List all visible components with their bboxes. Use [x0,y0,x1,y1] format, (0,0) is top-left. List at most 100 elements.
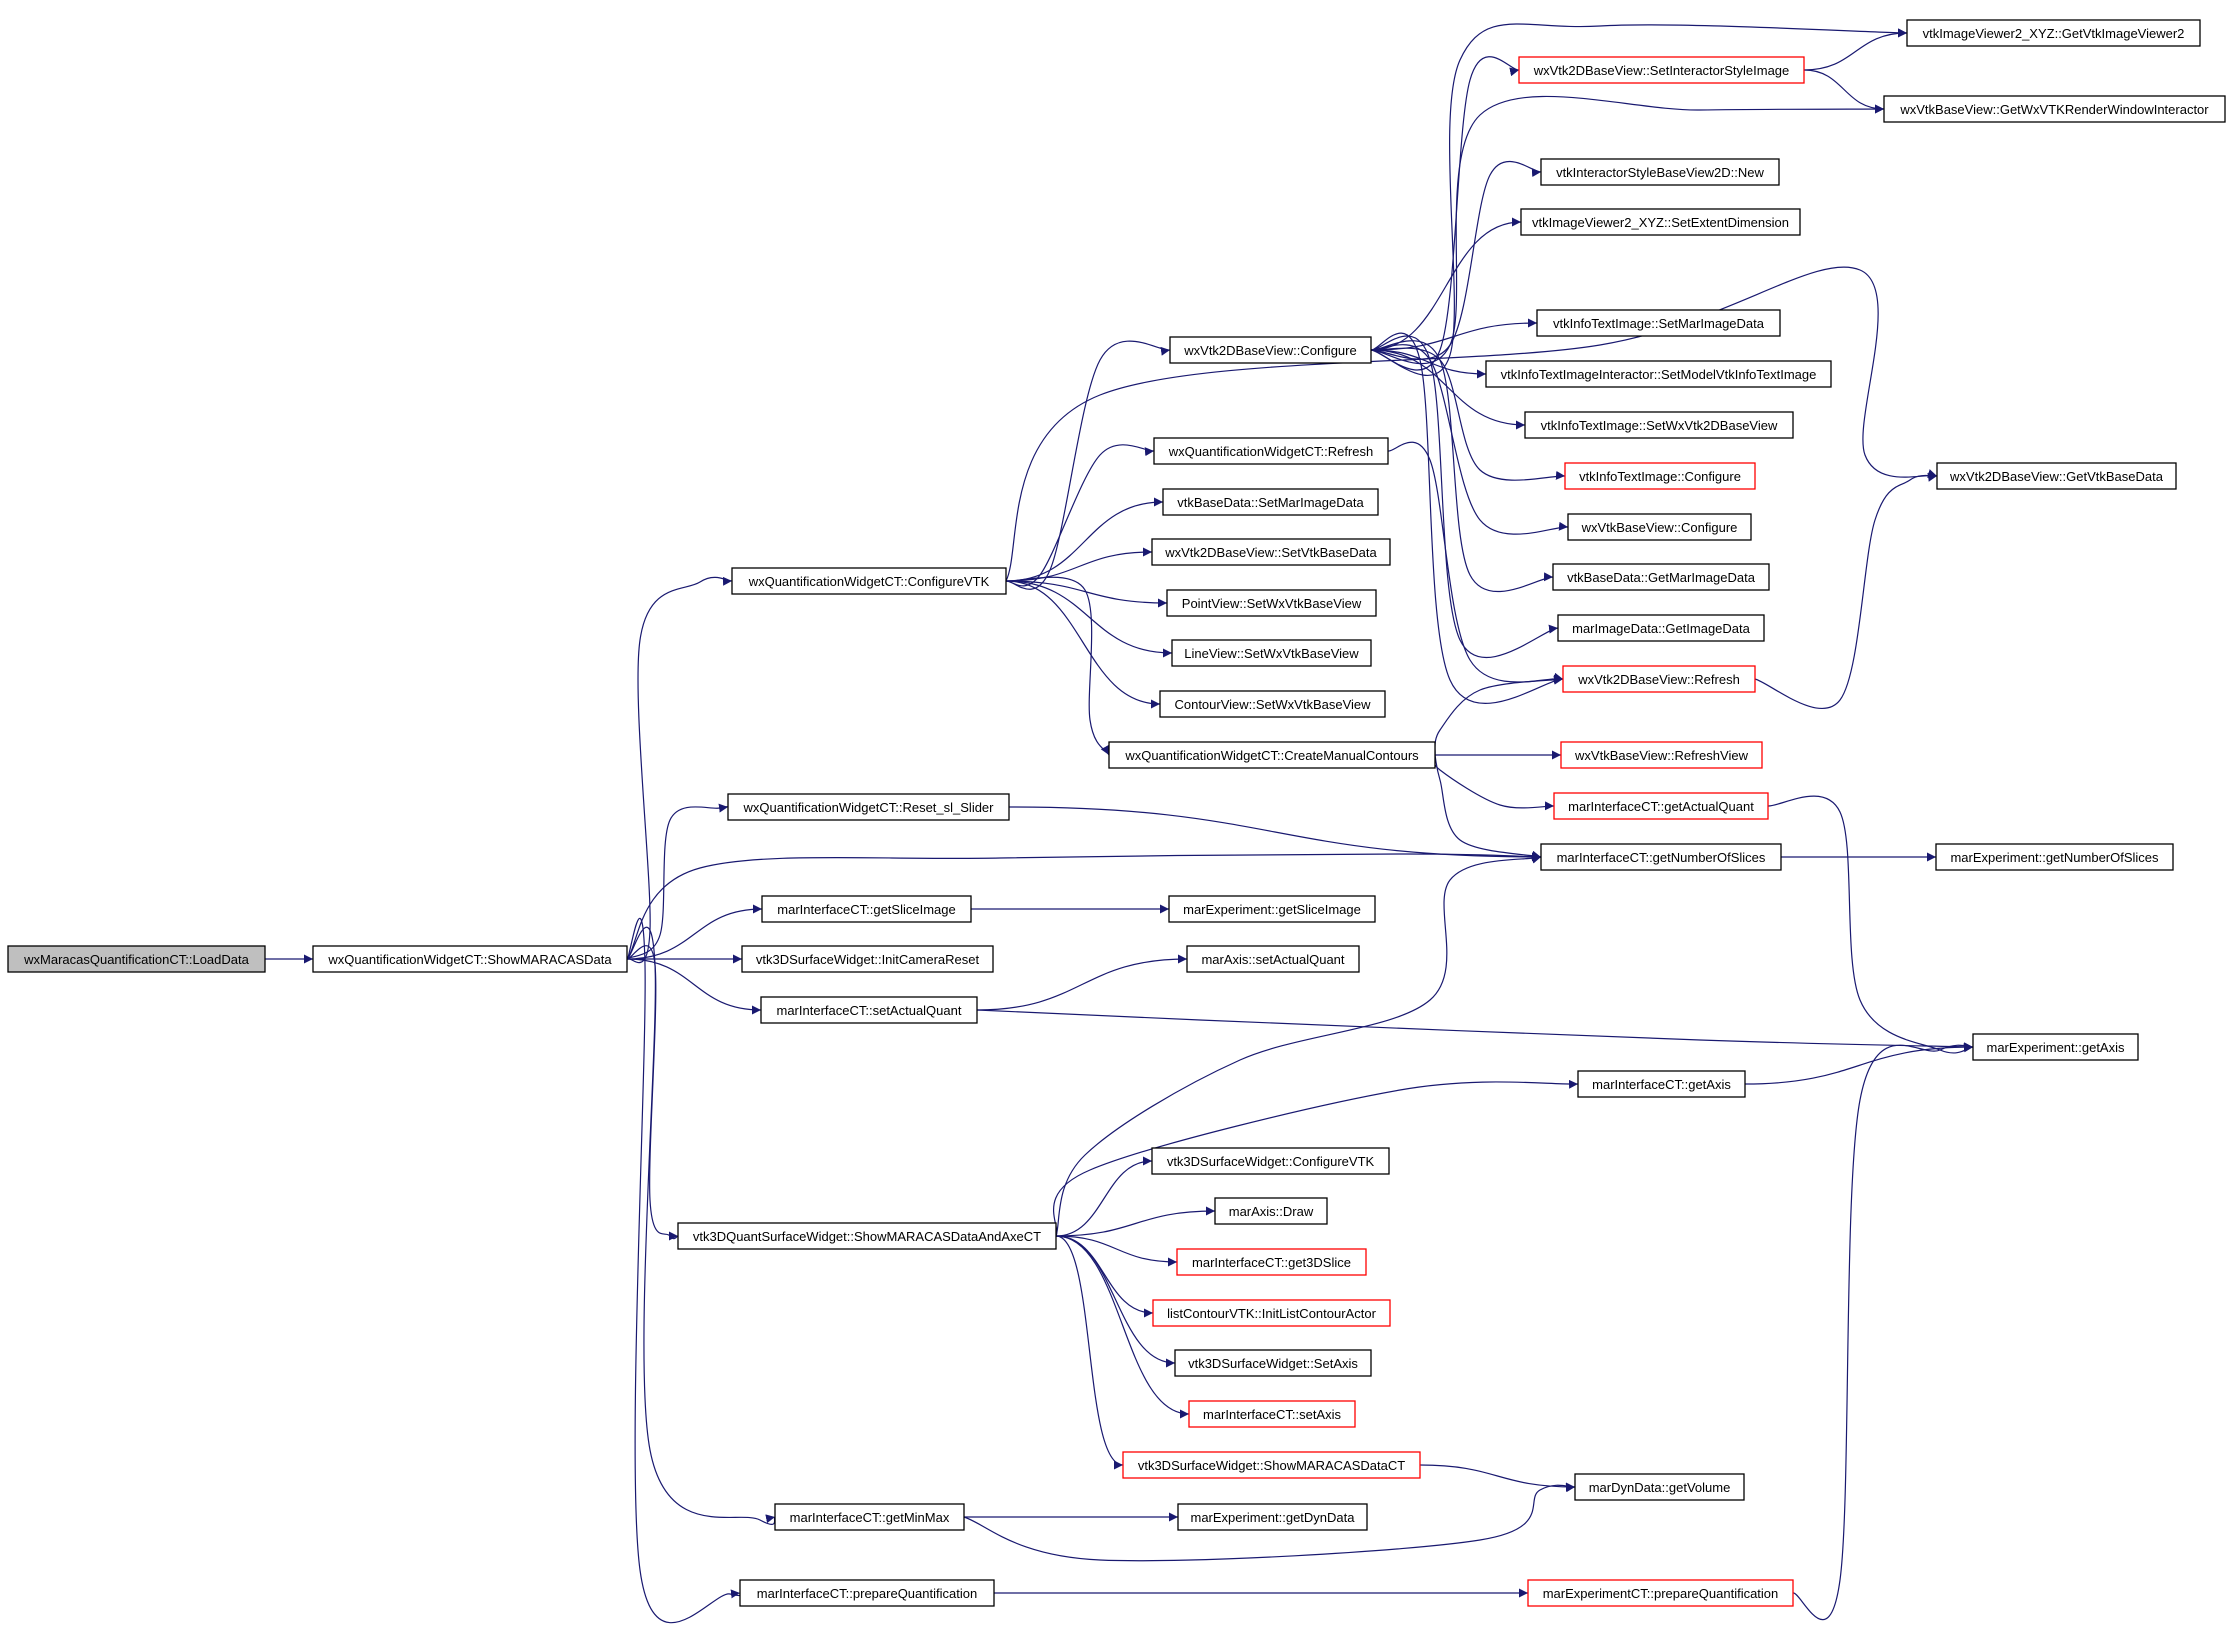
node-wxvtkbaseview-configure[interactable]: wxVtkBaseView::Configure [1567,513,1752,541]
node-marinterfacect-getsliceimage[interactable]: marInterfaceCT::getSliceImage [761,895,972,923]
node-vtkimageviewer2-xyz-getvtkimageviewer2[interactable]: vtkImageViewer2_XYZ::GetVtkImageViewer2 [1906,19,2201,47]
node-label: LineView::SetWxVtkBaseView [1184,646,1359,661]
node-vtk3dsurfacewidget-showmaracasdatact[interactable]: vtk3DSurfaceWidget::ShowMARACASDataCT [1122,1451,1421,1479]
node-box [1159,690,1386,718]
node-box [1176,1248,1367,1276]
node-label: wxVtkBaseView::GetWxVTKRenderWindowInter… [1899,102,2209,117]
node-listcontourvtk-initlistcontouractor[interactable]: listContourVTK::InitListContourActor [1152,1299,1391,1327]
node-box [1214,1197,1328,1225]
node-box [1577,1070,1746,1098]
node-label: wxVtk2DBaseView::Configure [1183,343,1356,358]
node-box [1540,158,1780,186]
edge-n10-n36 [1370,347,1566,481]
node-box [1171,639,1372,667]
node-marinterfacect-setactualquant[interactable]: marInterfaceCT::setActualQuant [760,996,978,1024]
node-label: vtk3DSurfaceWidget::SetAxis [1188,1356,1358,1371]
node-box [1935,843,2174,871]
node-label: vtkInfoTextImage::SetMarImageData [1553,316,1765,331]
node-wxquantificationwidgetct-createmanualcontours[interactable]: wxQuantificationWidgetCT::CreateManualCo… [1108,741,1436,769]
node-box [1518,56,1805,84]
edge-n1-n3 [626,803,729,960]
edge-n17-n43 [1434,754,1542,860]
edge-n42-n49 [1767,795,1974,1054]
node-box [1186,945,1360,973]
node-wxvtk2dbaseview-refresh[interactable]: wxVtk2DBaseView::Refresh [1562,665,1756,693]
node-marinterfacect-getminmax[interactable]: marInterfaceCT::getMinMax [774,1503,965,1531]
node-label: marInterfaceCT::prepareQuantification [757,1586,977,1601]
node-marinterfacect-setaxis[interactable]: marInterfaceCT::setAxis [1188,1400,1356,1428]
node-vtk3dsurfacewidget-initcamerareset[interactable]: vtk3DSurfaceWidget::InitCameraReset [741,945,994,973]
edge-n1-n9 [626,917,742,1624]
node-vtk3dsurfacewidget-setaxis[interactable]: vtk3DSurfaceWidget::SetAxis [1174,1349,1372,1377]
node-maraxis-setactualquant[interactable]: marAxis::setActualQuant [1186,945,1360,973]
node-box [1520,208,1801,236]
node-marinterfacect-getactualquant[interactable]: marInterfaceCT::getActualQuant [1553,792,1769,820]
node-wxquantificationwidgetct-showmaracasdata[interactable]: wxQuantificationWidgetCT::ShowMARACASDat… [312,945,628,973]
node-contourview-setwxvtkbaseview[interactable]: ContourView::SetWxVtkBaseView [1159,690,1386,718]
node-marinterfacect-getaxis[interactable]: marInterfaceCT::getAxis [1577,1070,1746,1098]
node-vtkinfotextimage-setmarimagedata[interactable]: vtkInfoTextImage::SetMarImageData [1536,309,1781,337]
node-box [1162,488,1379,516]
node-marexperimentct-preparequantification[interactable]: marExperimentCT::prepareQuantification [1527,1579,1794,1607]
node-wxvtkbaseview-getwxvtkrenderwindowinteractor[interactable]: wxVtkBaseView::GetWxVTKRenderWindowInter… [1883,95,2226,123]
node-marimagedata-getimagedata[interactable]: marImageData::GetImageData [1557,614,1765,642]
node-vtk3dquantsurfacewidget-showmaracasdataandaxect[interactable]: vtk3DQuantSurfaceWidget::ShowMARACASData… [677,1222,1057,1250]
node-box [7,945,266,973]
node-vtkbasedata-setmarimagedata[interactable]: vtkBaseData::SetMarImageData [1162,488,1379,516]
node-wxquantificationwidgetct-reset-sl-slider[interactable]: wxQuantificationWidgetCT::Reset_sl_Slide… [727,793,1010,821]
node-wxmaracasquantificationct-loaddata[interactable]: wxMaracasQuantificationCT::LoadData [7,945,266,973]
node-box [1562,665,1756,693]
node-box [1552,563,1770,591]
edge-n29-n30 [1803,69,1885,114]
node-label: wxVtk2DBaseView::SetInteractorStyleImage [1533,63,1790,78]
node-vtkinfotextimage-configure[interactable]: vtkInfoTextImage::Configure [1564,462,1756,490]
node-wxvtkbaseview-refreshview[interactable]: wxVtkBaseView::RefreshView [1560,741,1763,769]
edge-n10-n38 [1370,340,1554,593]
node-marinterfacect-preparequantification[interactable]: marInterfaceCT::prepareQuantification [739,1579,995,1607]
node-vtkimageviewer2-xyz-setextentdimension[interactable]: vtkImageViewer2_XYZ::SetExtentDimension [1520,208,1801,236]
edge-n10-n35 [1370,349,1526,430]
node-box [1527,1579,1794,1607]
node-label: wxQuantificationWidgetCT::ConfigureVTK [748,574,990,589]
node-wxquantificationwidgetct-configurevtk[interactable]: wxQuantificationWidgetCT::ConfigureVTK [731,567,1007,595]
edge-n6-n49 [976,1009,1974,1052]
node-marinterfacect-get3dslice[interactable]: marInterfaceCT::get3DSlice [1176,1248,1367,1276]
node-box [1169,336,1372,364]
edge-n2-n10 [1005,340,1171,590]
edge-n10-n40 [1370,332,1564,704]
node-wxvtk2dbaseview-setvtkbasedata[interactable]: wxVtk2DBaseView::SetVtkBaseData [1151,538,1391,566]
edge-n7-n22 [1055,1235,1178,1267]
node-marexperiment-getaxis[interactable]: marExperiment::getAxis [1972,1033,2139,1061]
node-marexperiment-getsliceimage[interactable]: marExperiment::getSliceImage [1168,895,1376,923]
node-vtkinfotextimage-setwxvtk2dbaseview[interactable]: vtkInfoTextImage::SetWxVtk2DBaseView [1524,411,1794,439]
node-vtk3dsurfacewidget-configurevtk[interactable]: vtk3DSurfaceWidget::ConfigureVTK [1151,1147,1390,1175]
node-vtkbasedata-getmarimagedata[interactable]: vtkBaseData::GetMarImageData [1552,563,1770,591]
node-vtkinteractorstylebaseview2d-new[interactable]: vtkInteractorStyleBaseView2D::New [1540,158,1780,186]
node-marexperiment-getnumberofslices[interactable]: marExperiment::getNumberOfSlices [1935,843,2174,871]
edge-n10-n37 [1370,344,1569,535]
edge-n7-n25 [1055,1235,1190,1419]
node-marinterfacect-getnumberofslices[interactable]: marInterfaceCT::getNumberOfSlices [1540,843,1782,871]
node-label: marExperiment::getSliceImage [1183,902,1361,917]
node-label: marInterfaceCT::setActualQuant [777,1003,962,1018]
edge-n46-n49 [1792,1043,1974,1621]
node-mardyndata-getvolume[interactable]: marDynData::getVolume [1574,1473,1745,1501]
node-maraxis-draw[interactable]: marAxis::Draw [1214,1197,1328,1225]
node-marexperiment-getdyndata[interactable]: marExperiment::getDynData [1177,1503,1368,1531]
node-lineview-setwxvtkbaseview[interactable]: LineView::SetWxVtkBaseView [1171,639,1372,667]
node-label: wxVtk2DBaseView::Refresh [1577,672,1740,687]
edge-n8-n45 [963,1483,1576,1562]
edge-n1-n6 [626,958,762,1015]
node-vtkinfotextimageinteractor-setmodelvtkinfotextimage[interactable]: vtkInfoTextImageInteractor::SetModelVtkI… [1485,360,1832,388]
node-label: marExperimentCT::prepareQuantification [1543,1586,1779,1601]
node-wxvtk2dbaseview-configure[interactable]: wxVtk2DBaseView::Configure [1169,336,1372,364]
node-wxquantificationwidgetct-refresh[interactable]: wxQuantificationWidgetCT::Refresh [1153,437,1389,465]
node-wxvtk2dbaseview-getvtkbasedata[interactable]: wxVtk2DBaseView::GetVtkBaseData [1936,462,2177,490]
node-label: vtk3DSurfaceWidget::InitCameraReset [756,952,980,967]
node-label: vtkBaseData::GetMarImageData [1567,570,1756,585]
node-label: vtk3DSurfaceWidget::ShowMARACASDataCT [1138,1458,1405,1473]
node-box [1151,538,1391,566]
node-pointview-setwxvtkbaseview[interactable]: PointView::SetWxVtkBaseView [1166,589,1377,617]
node-wxvtk2dbaseview-setinteractorstyleimage[interactable]: wxVtk2DBaseView::SetInteractorStyleImage [1518,56,1805,84]
node-box [727,793,1010,821]
